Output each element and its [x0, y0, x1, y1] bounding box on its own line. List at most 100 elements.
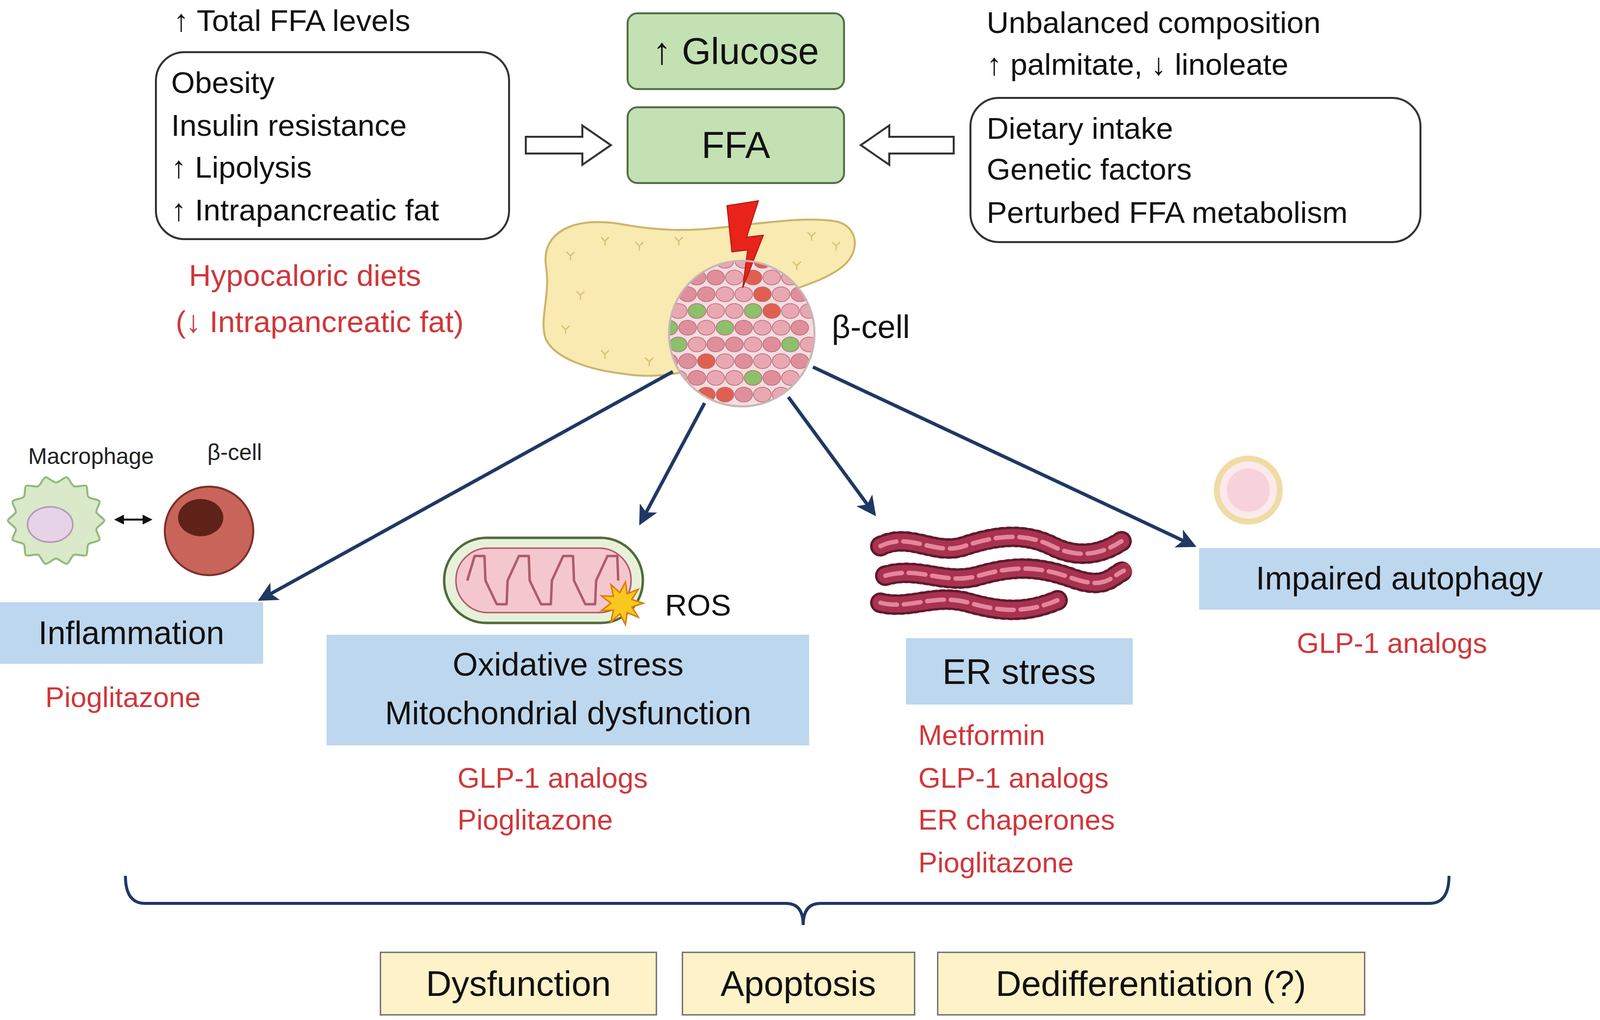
node-text: Perturbed FFA metabolism [986, 194, 1348, 230]
vesicle-lumen [1226, 468, 1270, 512]
pancreas-tick [566, 251, 575, 261]
node-text: Dedifferentiation (?) [995, 963, 1306, 1004]
islet-cell [697, 286, 716, 302]
islet-cell [734, 387, 753, 402]
islet-cell [688, 336, 706, 352]
islet-cell [678, 353, 697, 369]
pancreas-tick [832, 241, 841, 251]
islet-cell [753, 320, 772, 335]
hollow-arrow [860, 125, 954, 165]
node-text: FFA [701, 123, 770, 167]
islet-cell [678, 320, 697, 335]
islet-cell [800, 336, 818, 352]
mechanism-band: InflammationPioglitazone [0, 602, 264, 664]
islet-cell [697, 387, 716, 402]
drug-label: Pioglitazone [918, 845, 1074, 879]
islet-cell [772, 387, 790, 402]
node-text: ↑ palmitate, ↓ linoleate [986, 46, 1289, 82]
islet-cell [725, 336, 744, 352]
pancreas-tick [674, 237, 683, 246]
mechanism-band: Oxidative stressMitochondrial dysfunctio… [326, 527, 810, 746]
outcome-box: Dysfunction [379, 951, 658, 1016]
islet-cell [772, 353, 790, 369]
islet-cell [790, 286, 809, 302]
islet-cell [781, 370, 800, 386]
islet-cell [706, 370, 725, 386]
mechanism-band: Impaired autophagyGLP-1 analogs [1199, 547, 1600, 610]
islet-cell [669, 303, 688, 319]
node-text: ↑ Glucose [652, 29, 819, 73]
islet-cell [688, 303, 706, 319]
islet-cell [744, 303, 762, 319]
ros-burst [601, 581, 644, 625]
interaction-arrow [116, 518, 151, 521]
islet-cell [772, 320, 790, 335]
pancreas-tick [645, 357, 654, 366]
beta-cell-nucleus [178, 498, 224, 537]
islet-circle-outline [667, 259, 816, 408]
islet-cell [660, 353, 678, 369]
node-text: Genetic factors [986, 151, 1192, 187]
er-illustration [880, 536, 1124, 610]
drug-label: GLP-1 analogs [1297, 626, 1488, 660]
drug-label: Pioglitazone [457, 803, 613, 837]
islet-cell [790, 320, 809, 335]
islet-ground [667, 259, 816, 408]
node-text: ↑ Total FFA levels [173, 2, 411, 38]
islet-circle: β-cell [667, 259, 816, 408]
grouping-bracket [125, 875, 1450, 925]
islet-cell [716, 353, 734, 369]
islet-cell [734, 353, 753, 369]
mechanism-band: ER stressMetforminGLP-1 analogsER chaper… [872, 518, 1133, 705]
islet-cell [781, 270, 800, 285]
pancreas-tick [807, 232, 816, 241]
node-text: ER stress [942, 651, 1096, 693]
drug-label: GLP-1 analogs [457, 761, 648, 795]
node-text: Inflammation [38, 614, 225, 652]
islet-cell [706, 303, 725, 319]
lightning-bolt [726, 200, 764, 288]
beta-cell-figure [164, 486, 254, 575]
islet-cell [762, 370, 781, 386]
source-box: ↑ Total FFA levelsObesityInsulin resista… [154, 51, 511, 241]
input-box: ↑ Glucose [626, 12, 846, 91]
islet-cell [716, 387, 734, 402]
islet-cell [725, 370, 744, 386]
connector-arrow [261, 371, 673, 599]
pancreas-tick [601, 237, 609, 246]
node-text: Dysfunction [425, 963, 611, 1004]
islet-cell [762, 336, 781, 352]
figure-label: β-cell [207, 439, 263, 466]
islet-cell [753, 286, 772, 302]
node-text: Obesity [171, 64, 275, 100]
node-text: Mitochondrial dysfunction [385, 694, 752, 732]
figure-label: Macrophage [28, 443, 154, 470]
islet-cell [716, 320, 734, 335]
hollow-arrow [525, 125, 611, 165]
node-text: β-cell [831, 308, 910, 346]
mitochondrion-inner [455, 547, 632, 613]
islet-cell [678, 286, 697, 302]
islet-cell [753, 387, 772, 402]
islet-cell [790, 353, 809, 369]
islet-cells [660, 253, 818, 402]
drug-label: Metformin [918, 718, 1046, 752]
islet-cell [744, 336, 762, 352]
outcome-box: Apoptosis [681, 951, 916, 1016]
node-text: Insulin resistance [171, 107, 407, 143]
pancreas-texture [561, 232, 841, 366]
islet-cell [725, 270, 744, 285]
outcome-box: Dedifferentiation (?) [936, 951, 1366, 1016]
node-text: Apoptosis [720, 963, 876, 1004]
islet-cell [725, 303, 744, 319]
islet-cell [772, 286, 790, 302]
autophagy-vesicle [1216, 458, 1280, 522]
islet-cell [734, 320, 753, 335]
macrophage-cell [7, 477, 105, 564]
figure-label: ROS [664, 587, 731, 623]
node-text: Oxidative stress [452, 645, 684, 684]
node-text: Impaired autophagy [1255, 559, 1543, 598]
pancreas-tick [576, 291, 585, 300]
islet-cell [762, 303, 781, 319]
